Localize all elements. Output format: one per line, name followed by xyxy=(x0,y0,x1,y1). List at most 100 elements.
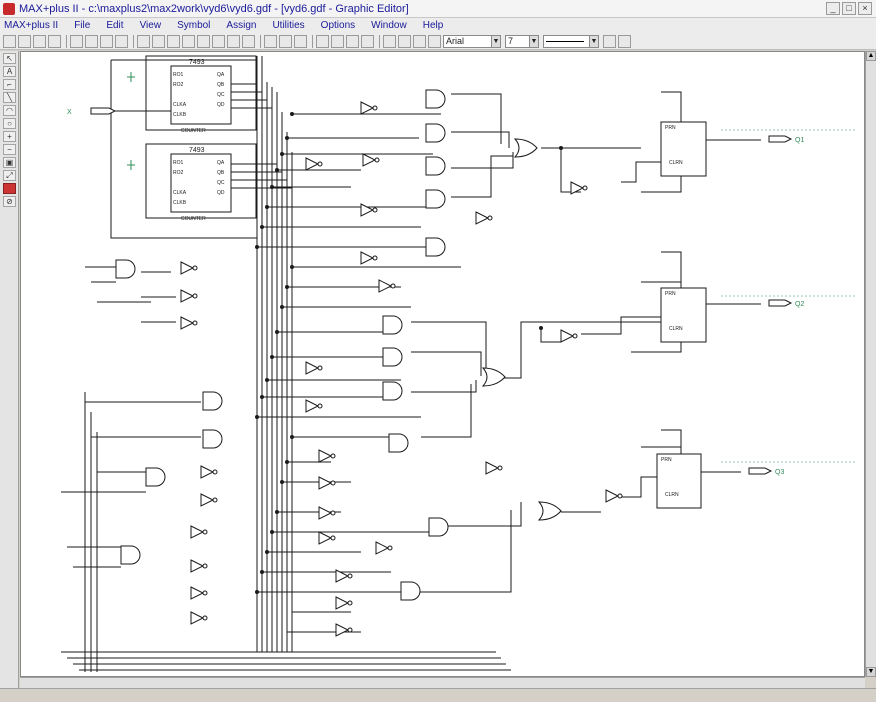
open-file-button[interactable] xyxy=(18,34,31,48)
not-gate[interactable] xyxy=(318,531,336,545)
and-gate[interactable] xyxy=(120,545,141,565)
menu-assign[interactable]: Assign xyxy=(226,20,257,31)
or-gate[interactable] xyxy=(482,367,506,387)
line-style-button[interactable] xyxy=(603,34,616,48)
undo-button[interactable] xyxy=(115,34,128,48)
menu-maxplus[interactable]: MAX+plus II xyxy=(4,20,59,31)
schematic-diagram[interactable]: 7493 RO1 RO2 CLKA CLKB QA QB QC QD COUNT… xyxy=(21,52,865,677)
and-gate[interactable] xyxy=(425,89,446,109)
close-button[interactable]: × xyxy=(858,2,872,15)
not-gate[interactable] xyxy=(362,153,380,167)
bold-button[interactable] xyxy=(398,34,411,48)
rubberband-icon[interactable]: ⤢ xyxy=(3,170,16,181)
vertical-scrollbar[interactable]: ▲ ▼ xyxy=(865,51,876,677)
and-gate[interactable] xyxy=(382,315,403,335)
or-gate[interactable] xyxy=(514,138,538,158)
maximize-button[interactable]: □ xyxy=(842,2,856,15)
orthogonal-line-tool-icon[interactable]: ⌐ xyxy=(3,79,16,90)
not-gate[interactable] xyxy=(335,623,353,637)
timing-button[interactable] xyxy=(227,34,240,48)
disconnect-icon[interactable]: ⊘ xyxy=(3,196,16,207)
schematic-canvas[interactable]: 7493 RO1 RO2 CLKA CLKB QA QB QC QD COUNT… xyxy=(20,51,865,677)
open-scf-button[interactable] xyxy=(264,34,277,48)
not-gate[interactable] xyxy=(318,476,336,490)
programmer-button[interactable] xyxy=(361,34,374,48)
minimize-button[interactable]: _ xyxy=(826,2,840,15)
save-file-button[interactable] xyxy=(33,34,46,48)
dff-2[interactable]: PRN CLRN xyxy=(660,287,707,343)
and-gate[interactable] xyxy=(425,237,446,257)
not-gate[interactable] xyxy=(200,493,218,507)
and-gate[interactable] xyxy=(202,429,223,449)
project-save-button[interactable] xyxy=(294,34,307,48)
output-pin-q1[interactable]: Q1 xyxy=(768,135,804,144)
menu-window[interactable]: Window xyxy=(371,20,407,31)
copy-button[interactable] xyxy=(85,34,98,48)
and-gate[interactable] xyxy=(202,391,223,411)
and-gate[interactable] xyxy=(425,189,446,209)
cut-button[interactable] xyxy=(70,34,83,48)
counter-7493-2[interactable]: 7493 RO1 RO2 CLKA CLKB QA QB QC QD COUNT… xyxy=(145,143,257,222)
output-pin-q3[interactable]: Q3 xyxy=(748,467,784,476)
fit-window-icon[interactable]: ▣ xyxy=(3,157,16,168)
not-gate[interactable] xyxy=(560,329,578,343)
menu-help[interactable]: Help xyxy=(422,20,444,31)
selection-tool-icon[interactable]: ↖ xyxy=(3,53,16,64)
and-gate[interactable] xyxy=(382,347,403,367)
input-pin-x[interactable]: X xyxy=(67,107,171,116)
not-gate[interactable] xyxy=(318,449,336,463)
not-gate[interactable] xyxy=(180,261,198,275)
print-button[interactable] xyxy=(48,34,61,48)
not-gate[interactable] xyxy=(180,289,198,303)
not-gate[interactable] xyxy=(190,611,208,625)
not-gate[interactable] xyxy=(375,541,393,555)
arc-tool-icon[interactable]: ◠ xyxy=(3,105,16,116)
text-tool-icon[interactable]: A xyxy=(3,66,16,77)
line-style-select[interactable]: ▼ xyxy=(543,34,599,48)
paste-button[interactable] xyxy=(100,34,113,48)
dff-1[interactable]: PRN CLRN xyxy=(660,121,707,177)
zoom-in-icon[interactable]: + xyxy=(3,131,16,142)
and-gate[interactable] xyxy=(428,517,449,537)
menu-file[interactable]: File xyxy=(74,20,91,31)
menu-view[interactable]: View xyxy=(139,20,162,31)
and-gate[interactable] xyxy=(388,433,409,453)
underline-button[interactable] xyxy=(428,34,441,48)
help-pointer-button[interactable] xyxy=(137,34,150,48)
not-gate[interactable] xyxy=(200,465,218,479)
connect-icon[interactable] xyxy=(3,183,16,194)
and-gate[interactable] xyxy=(382,381,403,401)
menu-symbol[interactable]: Symbol xyxy=(177,20,211,31)
not-gate[interactable] xyxy=(190,525,208,539)
not-gate[interactable] xyxy=(305,157,323,171)
and-gate[interactable] xyxy=(425,156,446,176)
and-gate[interactable] xyxy=(400,581,421,601)
program-button[interactable] xyxy=(242,34,255,48)
or-gate[interactable] xyxy=(538,501,562,521)
not-gate[interactable] xyxy=(180,316,198,330)
circle-tool-icon[interactable]: ○ xyxy=(3,118,16,129)
simulate-project-button[interactable] xyxy=(331,34,344,48)
scroll-up-icon[interactable]: ▲ xyxy=(866,51,876,61)
menu-options[interactable]: Options xyxy=(320,20,356,31)
not-gate[interactable] xyxy=(318,506,336,520)
not-gate[interactable] xyxy=(485,461,503,475)
simulate-button[interactable] xyxy=(212,34,225,48)
italic-button[interactable] xyxy=(413,34,426,48)
diagonal-line-tool-icon[interactable]: ╲ xyxy=(3,92,16,103)
scroll-down-icon[interactable]: ▼ xyxy=(866,667,876,677)
horizontal-scrollbar[interactable] xyxy=(20,677,865,688)
not-gate[interactable] xyxy=(605,489,623,503)
project-set-button[interactable] xyxy=(279,34,292,48)
hierarchy-up-button[interactable] xyxy=(152,34,165,48)
timing-analyze-button[interactable] xyxy=(346,34,359,48)
floorplan-button[interactable] xyxy=(182,34,195,48)
menu-edit[interactable]: Edit xyxy=(106,20,124,31)
not-gate[interactable] xyxy=(190,559,208,573)
not-gate[interactable] xyxy=(475,211,493,225)
new-file-button[interactable] xyxy=(3,34,16,48)
not-gate[interactable] xyxy=(360,251,378,265)
not-gate[interactable] xyxy=(335,596,353,610)
not-gate[interactable] xyxy=(305,399,323,413)
dff-3[interactable]: PRN CLRN xyxy=(656,453,702,509)
